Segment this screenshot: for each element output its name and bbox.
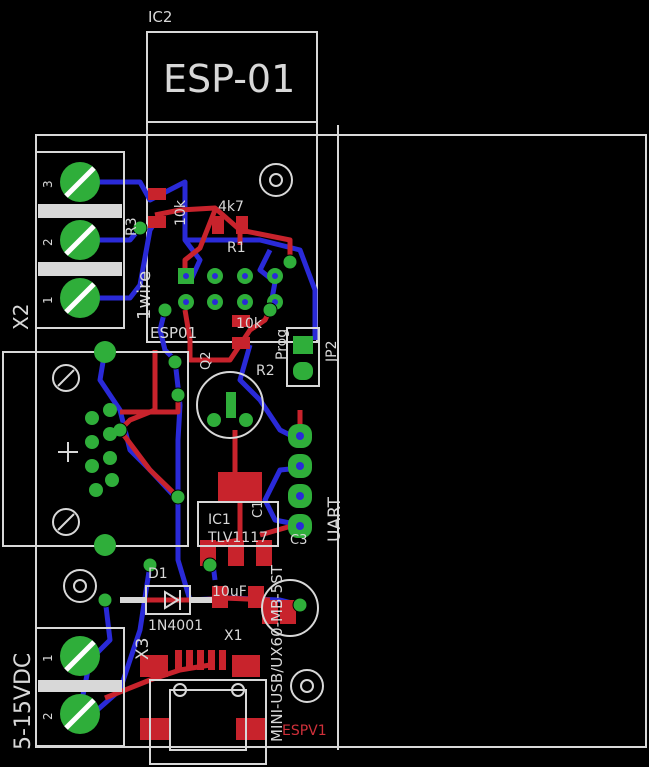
x2-terminal-block [35, 151, 125, 329]
mounting-holes [63, 163, 324, 703]
d1-label: D1 [148, 566, 168, 582]
uart-header-pads [288, 424, 312, 538]
jp2-label: JP2 [324, 341, 340, 363]
vias [97, 220, 308, 613]
x2-pin3-label: 3 [41, 180, 55, 188]
x1-label: X1 [224, 628, 243, 644]
x3-label: X3 [133, 638, 153, 660]
usb-label: MINI-USB/UX60-MB-5ST [268, 564, 286, 742]
x3-terminal-block [35, 627, 125, 747]
cap-10uf-label: 10uF [212, 584, 247, 600]
usb-connector [149, 679, 267, 765]
x2-pin2-label: 2 [41, 238, 55, 246]
dc-jack [2, 351, 189, 547]
r2-value-label: 10k [236, 316, 263, 332]
c1-label: C1 [251, 501, 266, 518]
r3-label: R3 [124, 217, 140, 236]
board-outline [35, 125, 647, 750]
bottom-copper-traces [77, 179, 318, 714]
x2-pin1-label: 1 [41, 296, 55, 304]
x3-pin1-label: 1 [41, 654, 55, 662]
prog-label: Prog [274, 329, 290, 360]
d1-diode [120, 585, 212, 615]
esp01-socket-pads [178, 268, 283, 310]
ic2-label: IC2 [148, 8, 172, 26]
q2-transistor [196, 371, 264, 439]
r1-label: R1 [227, 240, 246, 256]
esp01-small-label: ESP01 [150, 324, 197, 342]
jp2-header [286, 327, 320, 387]
x3-pin2-label: 2 [41, 712, 55, 720]
r1-value-label: 4k7 [218, 199, 244, 215]
esp01-big-label: ESP-01 [163, 57, 295, 101]
c3-capacitor [261, 579, 319, 637]
r3-value-label: 10k [173, 199, 189, 226]
r2-label: R2 [256, 363, 275, 379]
voltage-label: 5-15VDC [11, 653, 36, 750]
x2-label: X2 [9, 304, 33, 330]
c3-label: C3 [290, 533, 307, 548]
uart-label: UART [325, 496, 345, 542]
q2-label: Q2 [199, 351, 214, 370]
ic1-regulator [197, 501, 279, 547]
ic1-label: IC1 [208, 512, 231, 528]
tlv-label: TLV1117 [207, 530, 268, 546]
diode-part-label: 1N4001 [148, 618, 203, 634]
dc-jack-pads [85, 341, 119, 556]
1wire-label: 1wire [134, 271, 155, 320]
espv1-label: ESPV1 [282, 723, 327, 739]
